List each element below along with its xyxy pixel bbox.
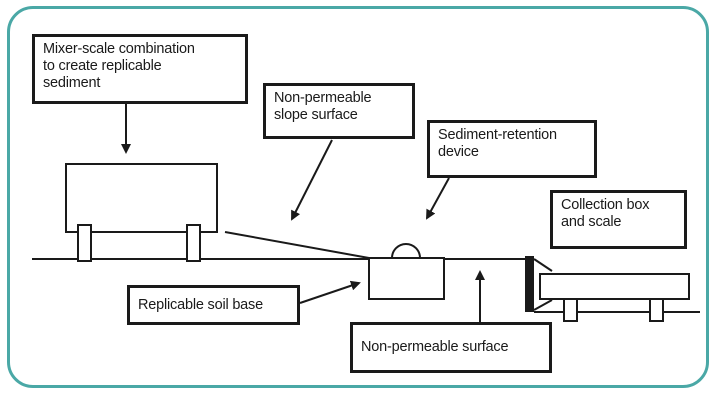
label-sediment-retention: Sediment-retention device xyxy=(427,120,597,178)
outlet-plate xyxy=(525,256,534,312)
mixer-box xyxy=(65,163,218,233)
mixer-leg-left xyxy=(77,224,92,262)
outlet-spout-top xyxy=(533,258,553,272)
label-soil-base: Replicable soil base xyxy=(127,285,300,325)
collection-leg-left xyxy=(563,298,578,322)
label-non-permeable-surface: Non-permeable surface xyxy=(350,322,552,373)
arrow-slope xyxy=(291,139,333,221)
arrow-soil-base xyxy=(299,280,361,304)
collection-leg-right xyxy=(649,298,664,322)
outlet-spout-bottom xyxy=(533,299,553,311)
diagram-frame xyxy=(7,6,709,388)
label-collection-box: Collection box and scale xyxy=(550,190,687,249)
collection-box xyxy=(539,273,690,300)
label-mixer-scale: Mixer-scale combination to create replic… xyxy=(32,34,248,104)
soil-base-box xyxy=(368,257,445,300)
sediment-retention-device xyxy=(390,243,422,259)
slope-surface-line xyxy=(224,231,370,259)
label-slope-surface: Non-permeable slope surface xyxy=(263,83,415,139)
arrow-retention xyxy=(426,177,450,220)
mixer-leg-right xyxy=(186,224,201,262)
